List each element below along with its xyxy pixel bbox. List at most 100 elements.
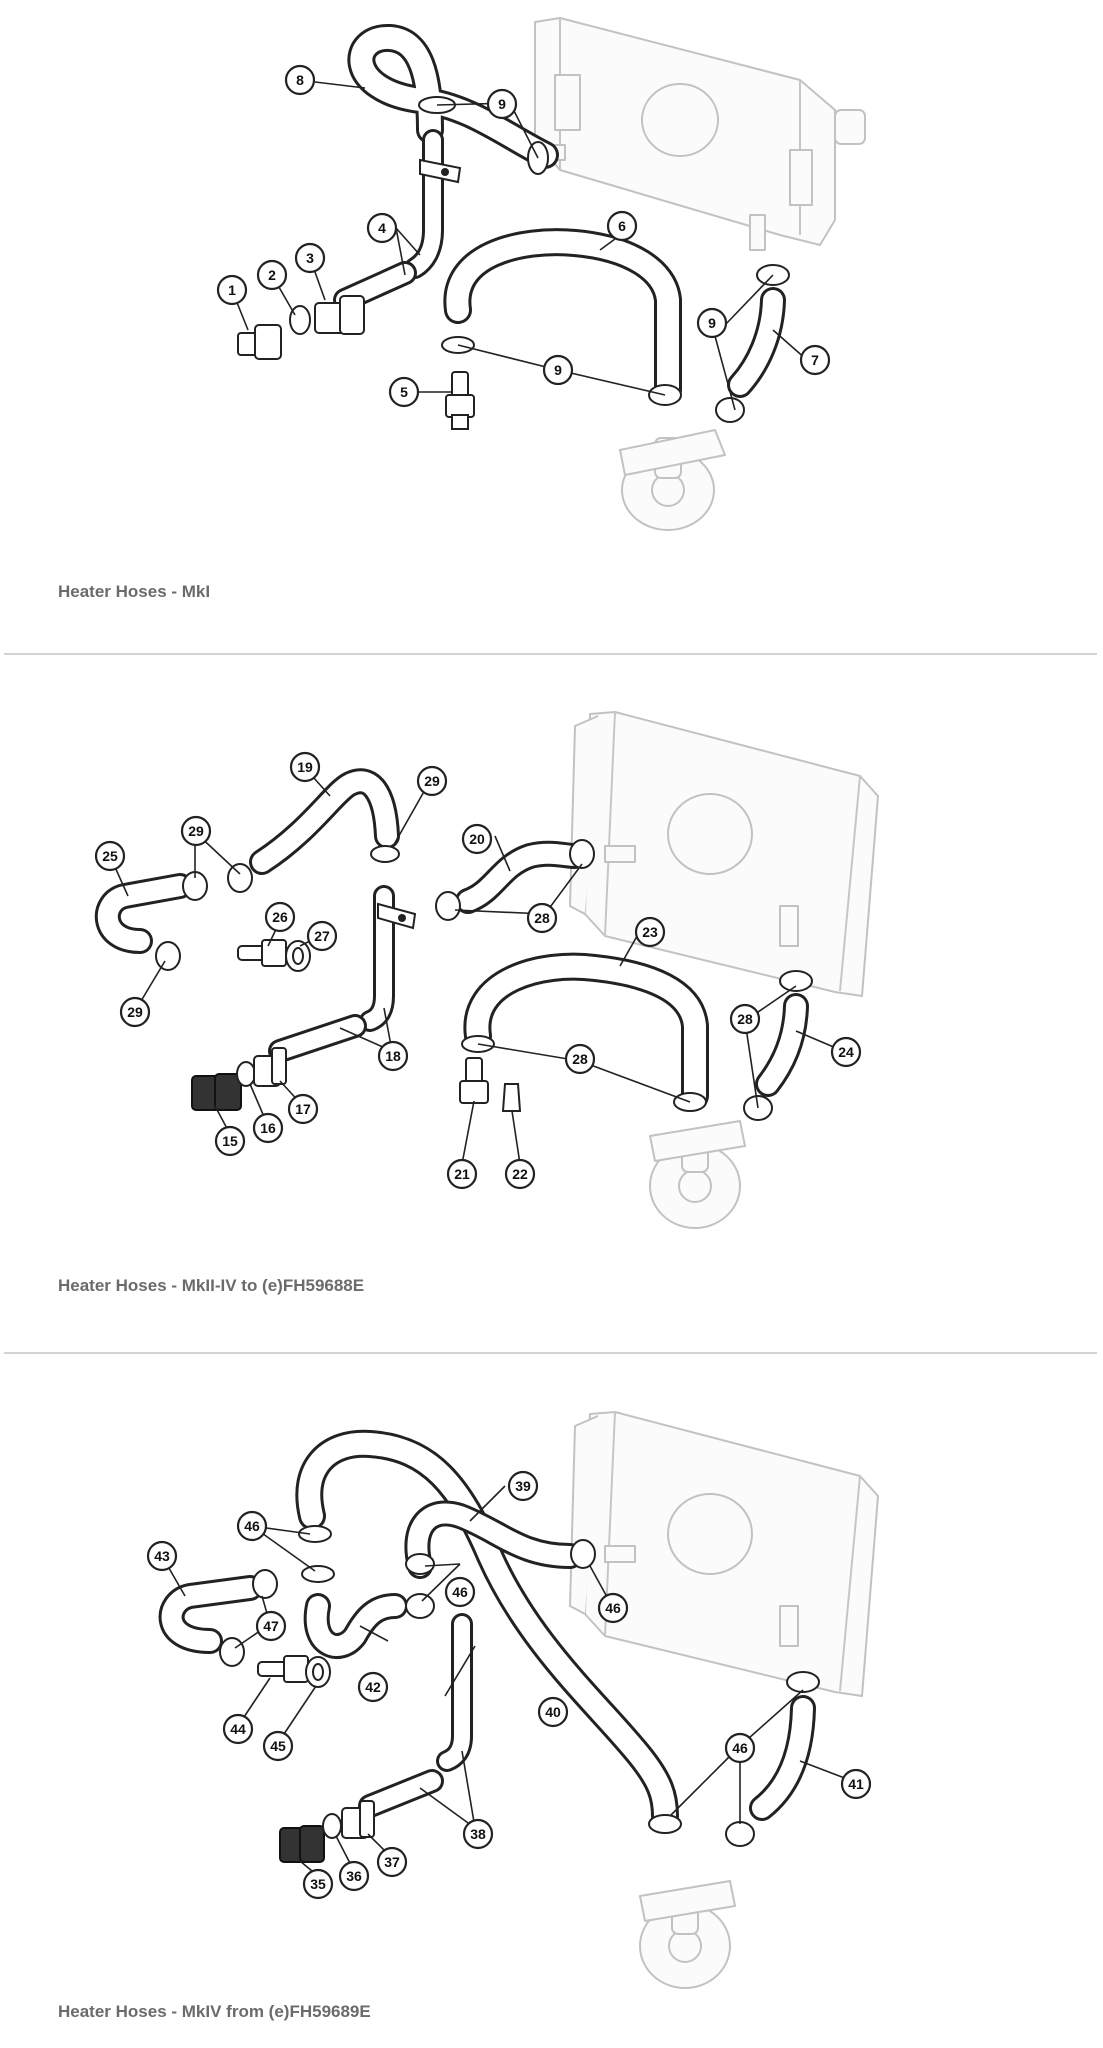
divider-2 xyxy=(4,1352,1097,1354)
callout-28b: 28 xyxy=(564,1043,596,1075)
hose-6 xyxy=(443,228,682,404)
label-26: 26 xyxy=(272,909,288,925)
callout-38: 38 xyxy=(462,1818,494,1850)
callout-28a: 28 xyxy=(526,902,558,934)
label-9b: 9 xyxy=(554,362,562,378)
divider-1 xyxy=(4,653,1097,655)
label-15: 15 xyxy=(222,1133,238,1149)
hose-41 xyxy=(749,1695,816,1821)
callout-44: 44 xyxy=(222,1713,254,1745)
hose-42 xyxy=(303,1593,408,1659)
hose-7 xyxy=(727,287,786,398)
callout-36: 36 xyxy=(338,1860,370,1892)
callout-45: 45 xyxy=(262,1730,294,1762)
hose-20 xyxy=(455,840,588,914)
callout-25: 25 xyxy=(94,840,126,872)
label-17: 17 xyxy=(295,1101,311,1117)
callout-35: 35 xyxy=(302,1868,334,1900)
callout-18: 18 xyxy=(377,1040,409,1072)
fitting-36 xyxy=(322,1813,342,1839)
label-41: 41 xyxy=(848,1776,864,1792)
fitting-37 xyxy=(341,1800,375,1839)
label-1: 1 xyxy=(228,282,236,298)
caption-mk4: Heater Hoses - MkIV from (e)FH59689E xyxy=(58,2002,371,2021)
label-2: 2 xyxy=(268,267,276,283)
callout-29c: 29 xyxy=(119,996,151,1028)
callout-8: 8 xyxy=(284,64,316,96)
label-39: 39 xyxy=(515,1478,531,1494)
fitting-22 xyxy=(501,1083,522,1112)
fitting-45 xyxy=(305,1656,331,1688)
callout-26: 26 xyxy=(264,901,296,933)
callout-46b: 46 xyxy=(444,1576,476,1608)
fitting-16 xyxy=(236,1061,256,1087)
diagram-panel-mk4: 35 36 37 38 39 40 41 42 43 44 45 46 46 4… xyxy=(0,1356,1103,2048)
label-4: 4 xyxy=(378,220,386,236)
callout-43: 43 xyxy=(146,1540,178,1572)
hose-38 xyxy=(358,1613,473,1818)
callout-41: 41 xyxy=(840,1768,872,1800)
heater-unit-ghost xyxy=(569,1411,879,1697)
hose-43 xyxy=(158,1575,263,1654)
callout-2: 2 xyxy=(256,259,288,291)
callout-6: 6 xyxy=(606,210,638,242)
valve-ghost xyxy=(649,1120,746,1229)
callout-46d: 46 xyxy=(724,1732,756,1764)
fitting-26 xyxy=(237,939,287,967)
callout-15: 15 xyxy=(214,1125,246,1157)
hose-19 xyxy=(249,768,400,875)
callout-16: 16 xyxy=(252,1112,284,1144)
label-22: 22 xyxy=(512,1166,528,1182)
fitting-17 xyxy=(253,1047,287,1087)
label-42: 42 xyxy=(365,1679,381,1695)
label-23: 23 xyxy=(642,924,658,940)
callout-23: 23 xyxy=(634,916,666,948)
callout-40: 40 xyxy=(537,1696,569,1728)
callout-9b: 9 xyxy=(542,354,574,386)
callout-1: 1 xyxy=(216,274,248,306)
clip-28 xyxy=(435,839,813,1121)
label-43: 43 xyxy=(154,1548,170,1564)
callout-37: 37 xyxy=(376,1846,408,1878)
hose-18 xyxy=(268,885,417,1063)
heater-hoses-mk4-diagram: 35 36 37 38 39 40 41 42 43 44 45 46 46 4… xyxy=(146,1411,879,1989)
label-46c: 46 xyxy=(605,1600,621,1616)
label-28c: 28 xyxy=(737,1011,753,1027)
label-28a: 28 xyxy=(534,910,550,926)
label-35: 35 xyxy=(310,1876,326,1892)
label-46a: 46 xyxy=(244,1518,260,1534)
label-18: 18 xyxy=(385,1048,401,1064)
label-7: 7 xyxy=(811,352,819,368)
hose-40 xyxy=(295,1429,679,1830)
label-29a: 29 xyxy=(188,823,204,839)
label-44: 44 xyxy=(230,1721,246,1737)
label-29c: 29 xyxy=(127,1004,143,1020)
hose-4 xyxy=(333,129,462,312)
diagram-panel-mk2-4: 15 16 17 18 19 20 21 22 23 24 25 26 27 2… xyxy=(0,656,1103,1346)
callout-4: 4 xyxy=(366,212,398,244)
label-16: 16 xyxy=(260,1120,276,1136)
hose-23 xyxy=(463,952,709,1110)
label-46b: 46 xyxy=(452,1584,468,1600)
heater-unit-ghost xyxy=(569,711,879,997)
fitting-15 xyxy=(191,1073,242,1111)
fitting-1 xyxy=(237,324,282,360)
callout-20: 20 xyxy=(461,823,493,855)
callout-9c: 9 xyxy=(696,307,728,339)
clip-46 xyxy=(298,1525,820,1847)
callout-19: 19 xyxy=(289,751,321,783)
label-5: 5 xyxy=(400,384,408,400)
label-38: 38 xyxy=(470,1826,486,1842)
label-47: 47 xyxy=(263,1618,279,1634)
hose-24 xyxy=(755,993,809,1097)
callout-42: 42 xyxy=(357,1671,389,1703)
fitting-3 xyxy=(314,295,365,335)
heater-hoses-mk2-4-diagram: 15 16 17 18 19 20 21 22 23 24 25 26 27 2… xyxy=(94,711,879,1229)
caption-mk1: Heater Hoses - MkI xyxy=(58,582,211,601)
caption-mk2-4: Heater Hoses - MkII-IV to (e)FH59688E xyxy=(58,1276,365,1295)
hose-8 xyxy=(347,24,559,169)
callout-29a: 29 xyxy=(180,815,212,847)
hose-39 xyxy=(404,1500,583,1579)
callout-24: 24 xyxy=(830,1036,862,1068)
label-19: 19 xyxy=(297,759,313,775)
